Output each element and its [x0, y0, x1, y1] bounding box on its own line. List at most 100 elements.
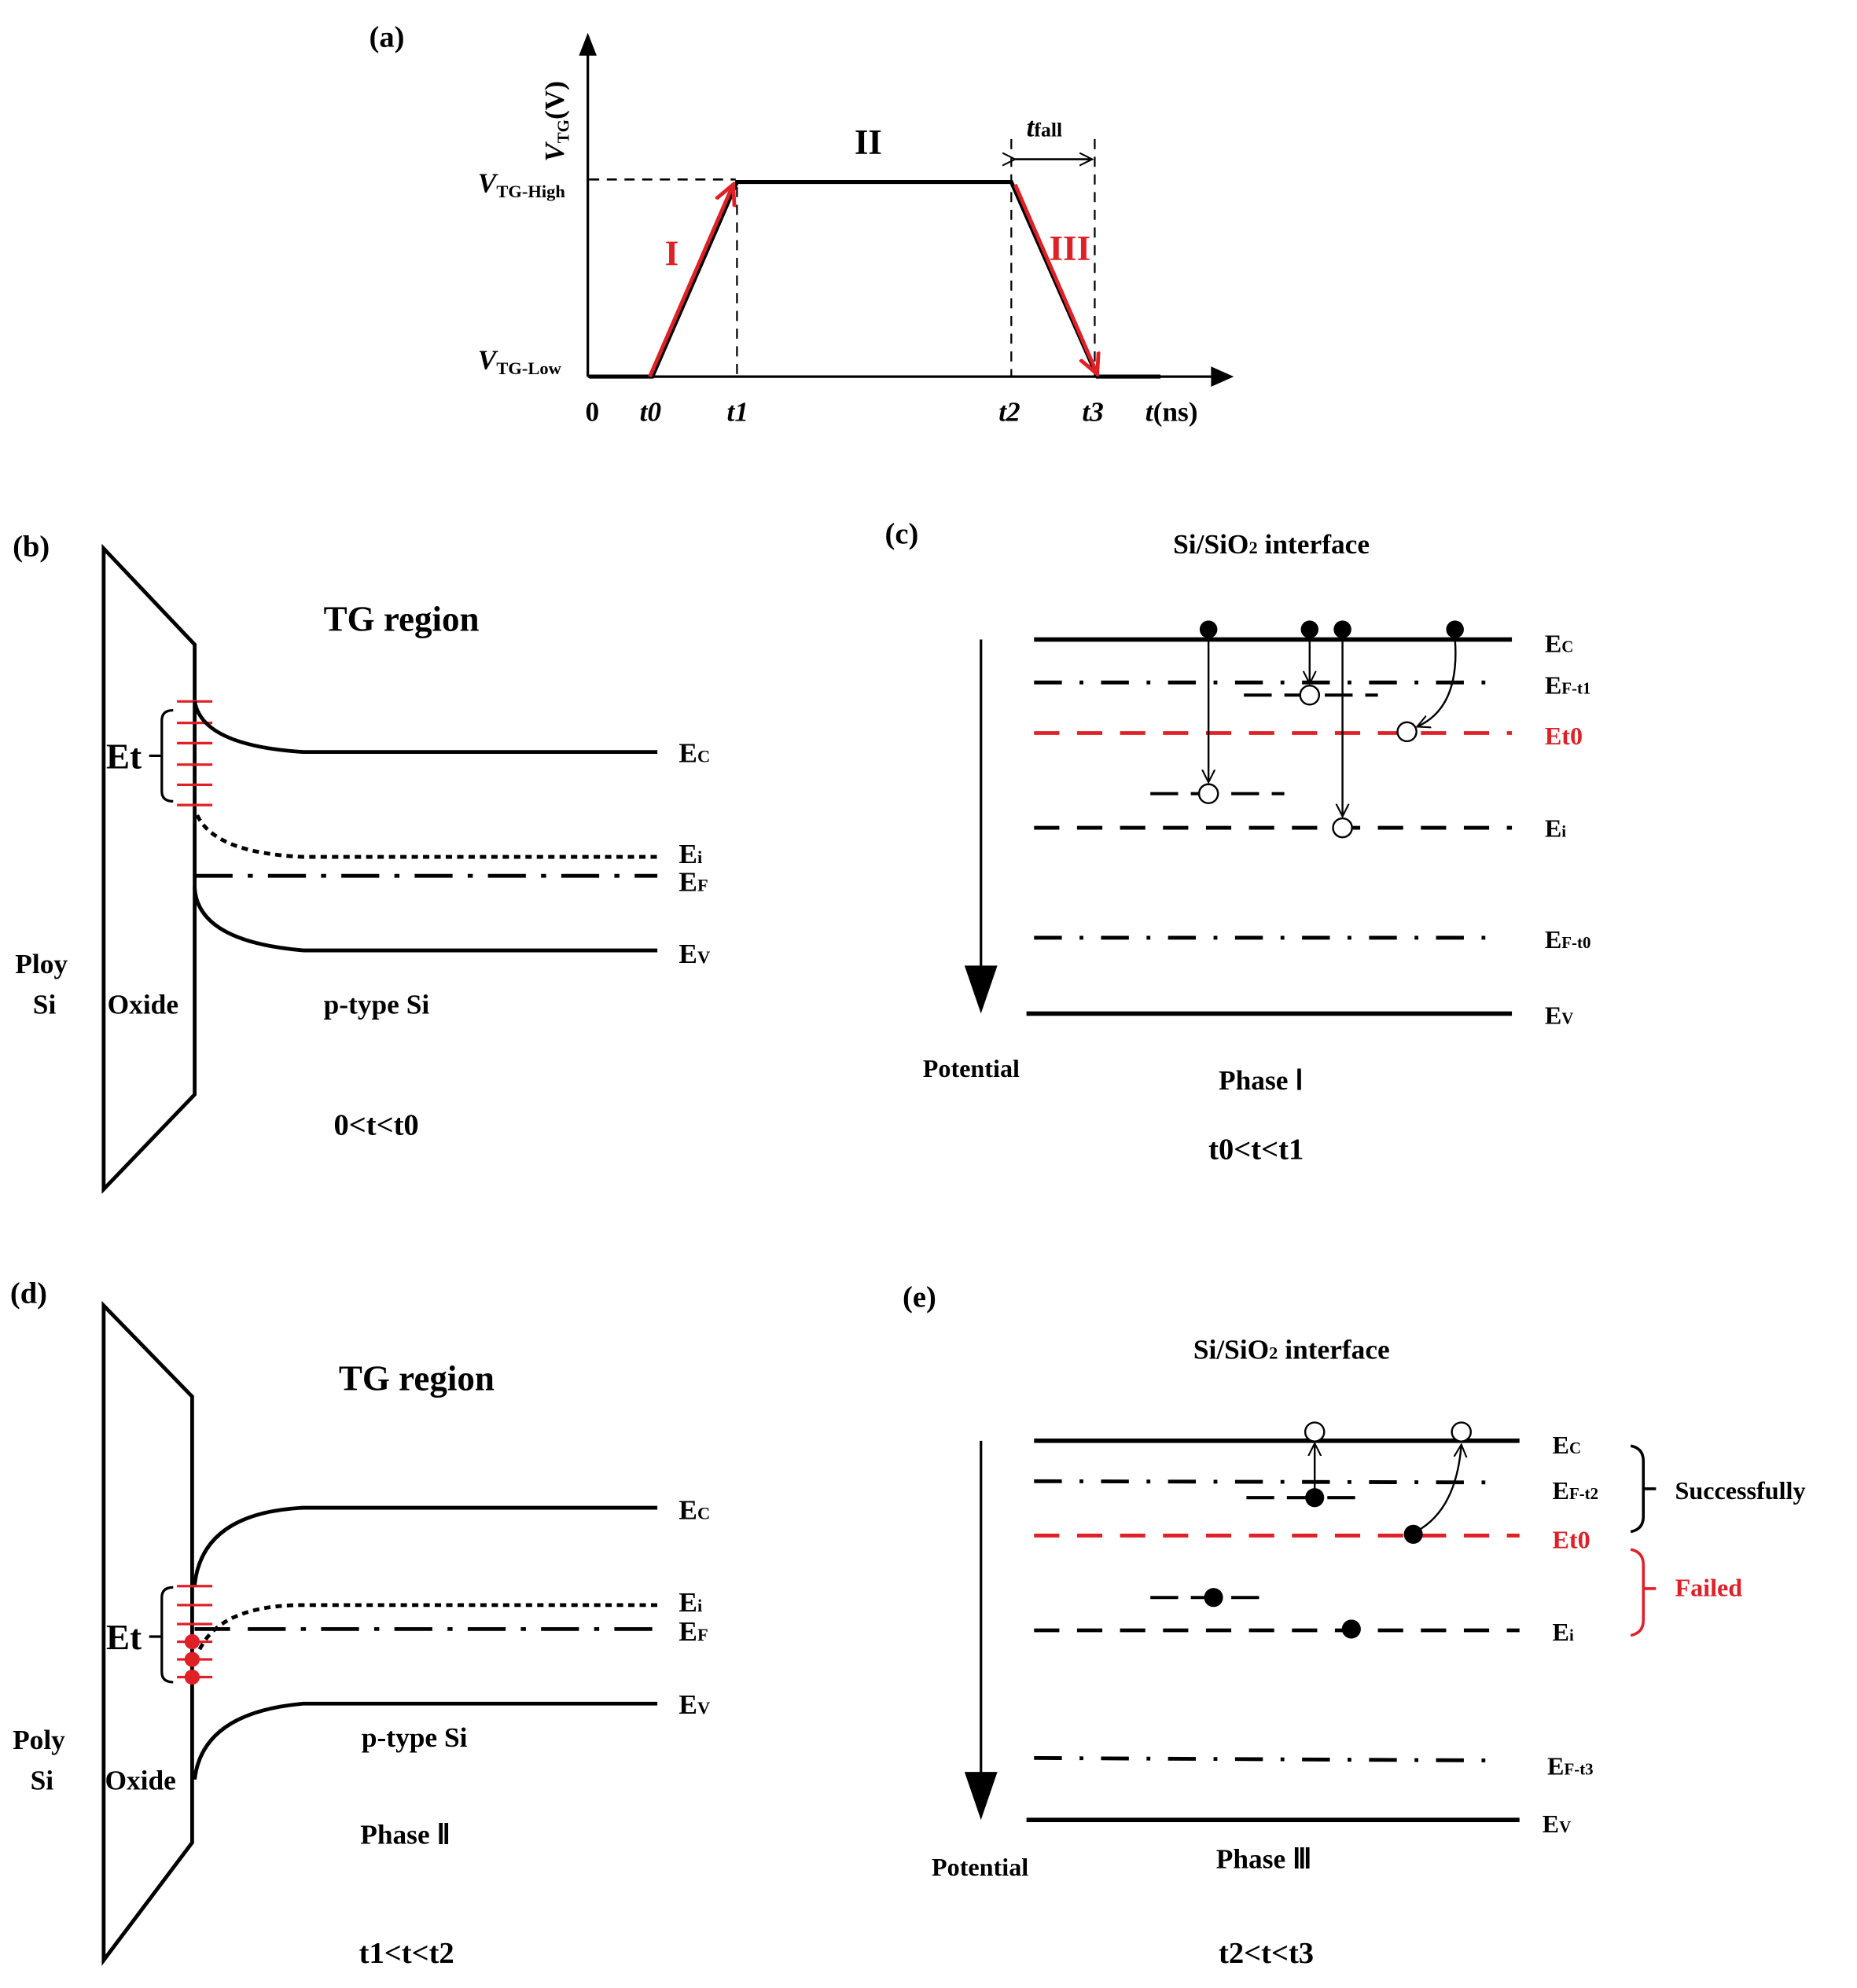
- phase-3-arrow: [1013, 183, 1098, 374]
- trapped-electron: [1305, 1488, 1325, 1508]
- x-tick-t3: t3: [1082, 395, 1104, 427]
- oxide-trapezoid: [101, 1300, 194, 1966]
- et-bracket: [149, 1586, 174, 1684]
- vtg-waveform: [589, 179, 1161, 379]
- et0-label: Et0: [1552, 1526, 1590, 1554]
- ec-label: EC: [678, 1494, 710, 1526]
- x-axis-label: t(ns): [1145, 395, 1198, 427]
- time-range: t1<t<t2: [359, 1937, 454, 1970]
- failed-label: Failed: [1675, 1574, 1742, 1602]
- ei-band: [197, 1603, 658, 1651]
- gate-label-2: Si: [33, 988, 57, 1020]
- oxide-label: Oxide: [108, 988, 178, 1020]
- x-tick-t0: t0: [640, 395, 662, 427]
- ei-label: Ei: [678, 838, 702, 869]
- ei-label: Ei: [1545, 814, 1566, 842]
- oxide-trapezoid: [101, 543, 197, 1194]
- panel-a: (a) VTG(V) VTG-High VTG-Low I II III: [370, 20, 1234, 427]
- ef-label: EF: [678, 865, 708, 897]
- electron: [1446, 620, 1464, 638]
- phase-2-label: II: [855, 123, 882, 162]
- phase-3-label: III: [1050, 229, 1091, 268]
- x-axis-arrowhead: [1211, 366, 1234, 387]
- ef-t1-label: EF-t1: [1545, 671, 1591, 700]
- panel-b-title: TG region: [324, 599, 480, 638]
- ev-label: EV: [678, 938, 710, 969]
- electron: [1199, 620, 1218, 638]
- oxide-label: Oxide: [105, 1765, 175, 1796]
- potential-arrowhead: [964, 1772, 998, 1821]
- phase-1-arrow: [648, 185, 733, 378]
- substrate-label: p-type Si: [362, 1722, 468, 1753]
- ec-band: [193, 700, 658, 755]
- panel-a-label: (a): [370, 20, 405, 53]
- emission-arrow: [1415, 1445, 1462, 1533]
- trapped-electron: [1204, 1588, 1223, 1608]
- v-low-label: VTG-Low: [478, 344, 562, 377]
- ev-label: EV: [678, 1689, 710, 1720]
- panel-d: (d) TG region Et EC Ei EF EV Poly Si Oxi…: [10, 1277, 710, 1970]
- gate-label: Ploy: [15, 948, 68, 979]
- ec-label: EC: [1545, 630, 1574, 658]
- ec-label: EC: [678, 737, 710, 768]
- panel-d-title: TG region: [339, 1359, 495, 1398]
- panel-e-label: (e): [903, 1281, 936, 1314]
- empty-trap: [1332, 817, 1353, 839]
- ei-label: Ei: [678, 1586, 702, 1618]
- v-high-label: VTG-High: [478, 167, 566, 200]
- x-tick-t2: t2: [998, 395, 1020, 427]
- ei-band: [195, 814, 658, 859]
- empty-trap: [1299, 685, 1321, 706]
- ec-band: [193, 1505, 658, 1586]
- ev-band: [193, 1701, 658, 1780]
- panel-d-label: (d): [10, 1277, 47, 1310]
- ei-label: Ei: [1552, 1618, 1573, 1646]
- time-range: t0<t<t1: [1208, 1133, 1304, 1166]
- phase-label: Phase Ⅲ: [1216, 1843, 1312, 1874]
- panel-c: (c) Si/SiO2 interface Potential EC: [885, 517, 1591, 1166]
- ef-label: EF: [678, 1615, 708, 1647]
- et0-label: Et0: [1545, 722, 1583, 750]
- ef-t0-label: EF-t0: [1545, 925, 1591, 954]
- potential-label: Potential: [932, 1853, 1028, 1881]
- et-label: Et: [106, 737, 142, 777]
- success-bracket: [1630, 1444, 1657, 1534]
- et-bracket: [149, 708, 174, 803]
- empty-trap: [1197, 783, 1219, 804]
- ef-t2-level: [1034, 1479, 1502, 1485]
- trapped-electron: [1341, 1619, 1361, 1639]
- filled-trap: [184, 1633, 200, 1650]
- ef-t3-level: [1034, 1755, 1502, 1763]
- x-tick-0: 0: [585, 395, 599, 427]
- ev-band: [193, 887, 658, 953]
- phase-1-label: I: [665, 234, 679, 274]
- y-axis-label: VTG(V): [539, 81, 572, 162]
- potential-arrowhead: [964, 965, 998, 1014]
- emitted-electron-site: [1451, 1421, 1472, 1442]
- phase-label: Phase Ⅰ: [1219, 1064, 1304, 1096]
- x-tick-t1: t1: [727, 395, 749, 427]
- capture-arrow: [1417, 639, 1457, 727]
- ev-label: EV: [1545, 1001, 1574, 1029]
- y-axis-arrowhead: [579, 32, 597, 56]
- panel-e: (e) Si/SiO2 interface Potential EC EF-t2…: [903, 1281, 1806, 1969]
- electron: [1300, 620, 1319, 638]
- time-range: 0<t<t0: [333, 1109, 418, 1142]
- ev-label: EV: [1543, 1810, 1572, 1838]
- ef-t2-label: EF-t2: [1552, 1476, 1598, 1505]
- et-label: Et: [106, 1618, 142, 1657]
- filled-trap: [184, 1652, 200, 1667]
- filled-trap: [184, 1669, 200, 1685]
- trapped-electron: [1403, 1524, 1423, 1544]
- substrate-label: p-type Si: [324, 988, 430, 1020]
- potential-label: Potential: [923, 1054, 1020, 1082]
- panel-c-title: Si/SiO2 interface: [1173, 528, 1370, 560]
- panel-b-label: (b): [13, 530, 50, 563]
- electron: [1333, 620, 1351, 638]
- t-fall-label: tfall: [1027, 112, 1063, 143]
- ec-label: EC: [1552, 1431, 1581, 1459]
- gate-label-2: Si: [31, 1765, 54, 1796]
- panel-c-label: (c): [885, 517, 919, 550]
- phase-label: Phase Ⅱ: [360, 1819, 450, 1850]
